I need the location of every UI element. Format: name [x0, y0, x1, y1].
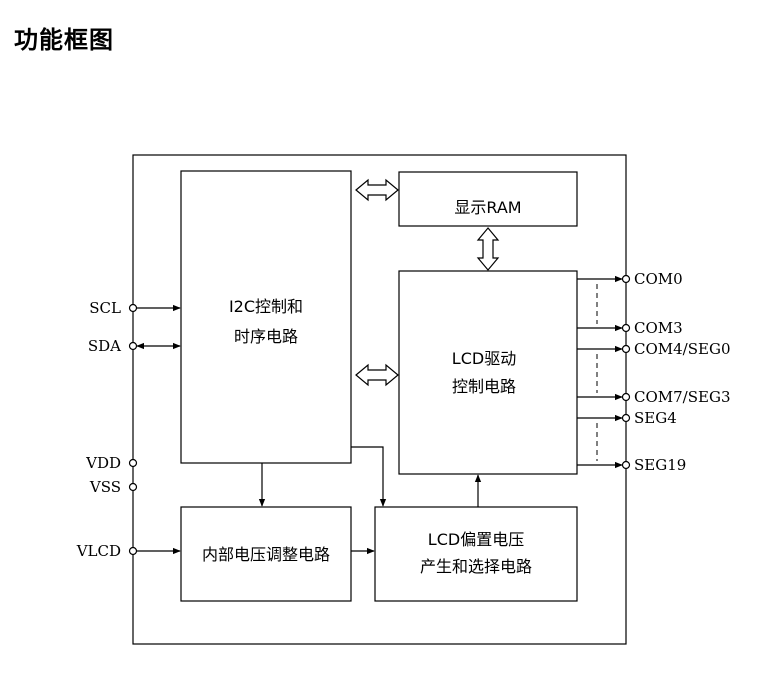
scl-pin — [128, 303, 138, 313]
vlcd-pin — [128, 546, 138, 556]
bias-block-label-line1: LCD偏置电压 — [428, 530, 524, 549]
com4-seg0-pin — [621, 344, 631, 354]
i2c-to-bias-arrow — [351, 446, 387, 507]
bias-block — [374, 506, 578, 602]
com7-seg3-pin — [621, 392, 631, 402]
regulator-block — [180, 506, 352, 602]
seg19-label: SEG19 — [634, 456, 686, 474]
com0-pin — [621, 274, 631, 284]
com3-pin — [621, 323, 631, 333]
bias-block-label-line2: 产生和选择电路 — [420, 557, 532, 576]
seg19-pin — [621, 460, 631, 470]
lcd-driver-block — [398, 270, 578, 475]
vlcd-label: VLCD — [76, 542, 121, 560]
i2c-control-block — [180, 170, 352, 464]
com4-seg0-label: COM4/SEG0 — [634, 340, 730, 358]
vdd-pin — [128, 458, 138, 468]
com7-seg3-label: COM7/SEG3 — [634, 388, 730, 406]
lcd-driver-label-line2: 控制电路 — [452, 377, 516, 396]
vss-pin — [128, 482, 138, 492]
scl-label: SCL — [89, 299, 121, 317]
sda-label: SDA — [88, 337, 121, 355]
i2c-block-label-line2: 时序电路 — [234, 327, 298, 346]
display-ram-block — [398, 171, 578, 227]
i2c-ram-bus-arrow — [355, 178, 399, 202]
lcd-driver-label-line1: LCD驱动 — [452, 349, 516, 368]
seg4-pin — [621, 413, 631, 423]
com0-label: COM0 — [634, 270, 683, 288]
vdd-label: VDD — [85, 454, 121, 472]
ram-driver-bus-arrow — [476, 227, 500, 271]
seg4-label: SEG4 — [634, 409, 677, 427]
i2c-block-label-line1: I2C控制和 — [229, 297, 303, 316]
sda-pin — [128, 341, 138, 351]
com3-label: COM3 — [634, 319, 683, 337]
regulator-block-label: 内部电压调整电路 — [202, 545, 330, 564]
page-title: 功能框图 — [14, 26, 114, 54]
i2c-driver-bus-arrow — [355, 363, 399, 387]
vss-label: VSS — [89, 478, 121, 496]
ram-block-label: 显示RAM — [454, 198, 521, 217]
